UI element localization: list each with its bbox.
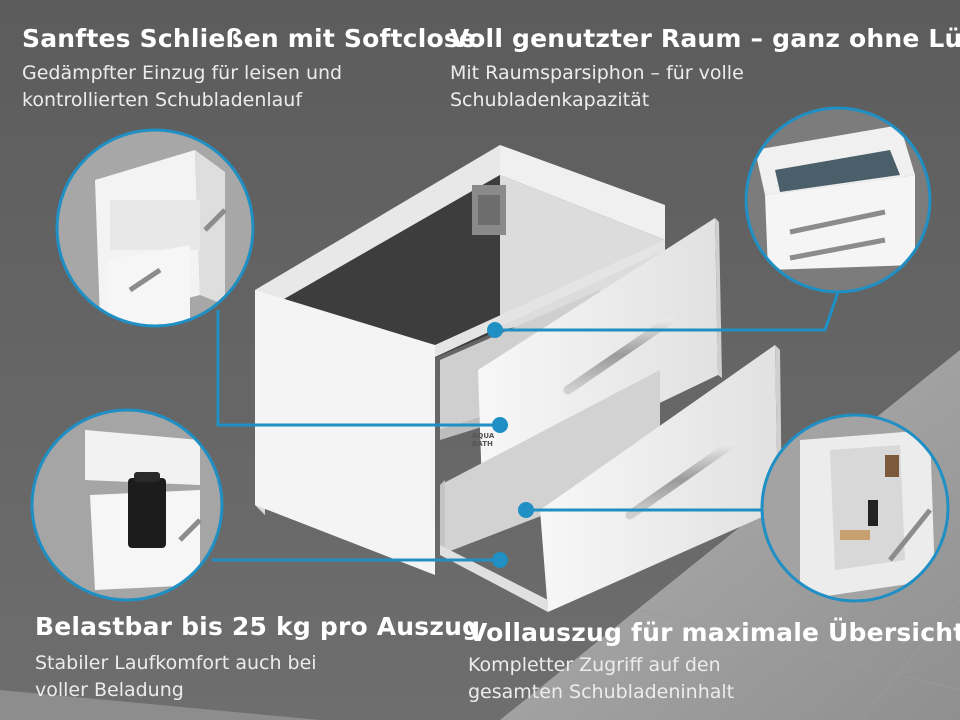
feature-desc-softclose-line2: kontrollierten Schubladenlauf [22, 89, 303, 111]
feature-desc-load-line1: Stabiler Laufkomfort auch bei [35, 652, 317, 674]
feature-desc-extension-line2: gesamten Schubladeninhalt [468, 681, 735, 703]
callout-dots [487, 322, 534, 568]
drawer-brand-label: AQUA BATH [472, 432, 495, 448]
zoom-circle-siphon [744, 106, 932, 294]
feature-desc-space-line2: Schubladenkapazität [450, 89, 650, 111]
callout-connectors [212, 291, 840, 562]
feature-title-softclose: Sanftes Schließen mit Softclose [22, 24, 477, 53]
zoom-circle-load [30, 408, 224, 602]
feature-desc-space-line1: Mit Raumsparsiphon – für volle [450, 62, 744, 84]
zoom-circle-softclose [55, 128, 255, 328]
zoom-circle-fullextension [760, 413, 950, 603]
feature-desc-softclose-line1: Gedämpfter Einzug für leisen und [22, 62, 343, 84]
feature-title-load: Belastbar bis 25 kg pro Auszug [35, 612, 481, 641]
feature-title-space: Voll genutzter Raum – ganz ohne Lücke [450, 24, 960, 53]
feature-desc-extension-line1: Kompletter Zugriff auf den [468, 654, 721, 676]
feature-desc-load-line2: voller Beladung [35, 679, 184, 701]
feature-title-extension: Vollauszug für maximale Übersicht [468, 618, 960, 647]
